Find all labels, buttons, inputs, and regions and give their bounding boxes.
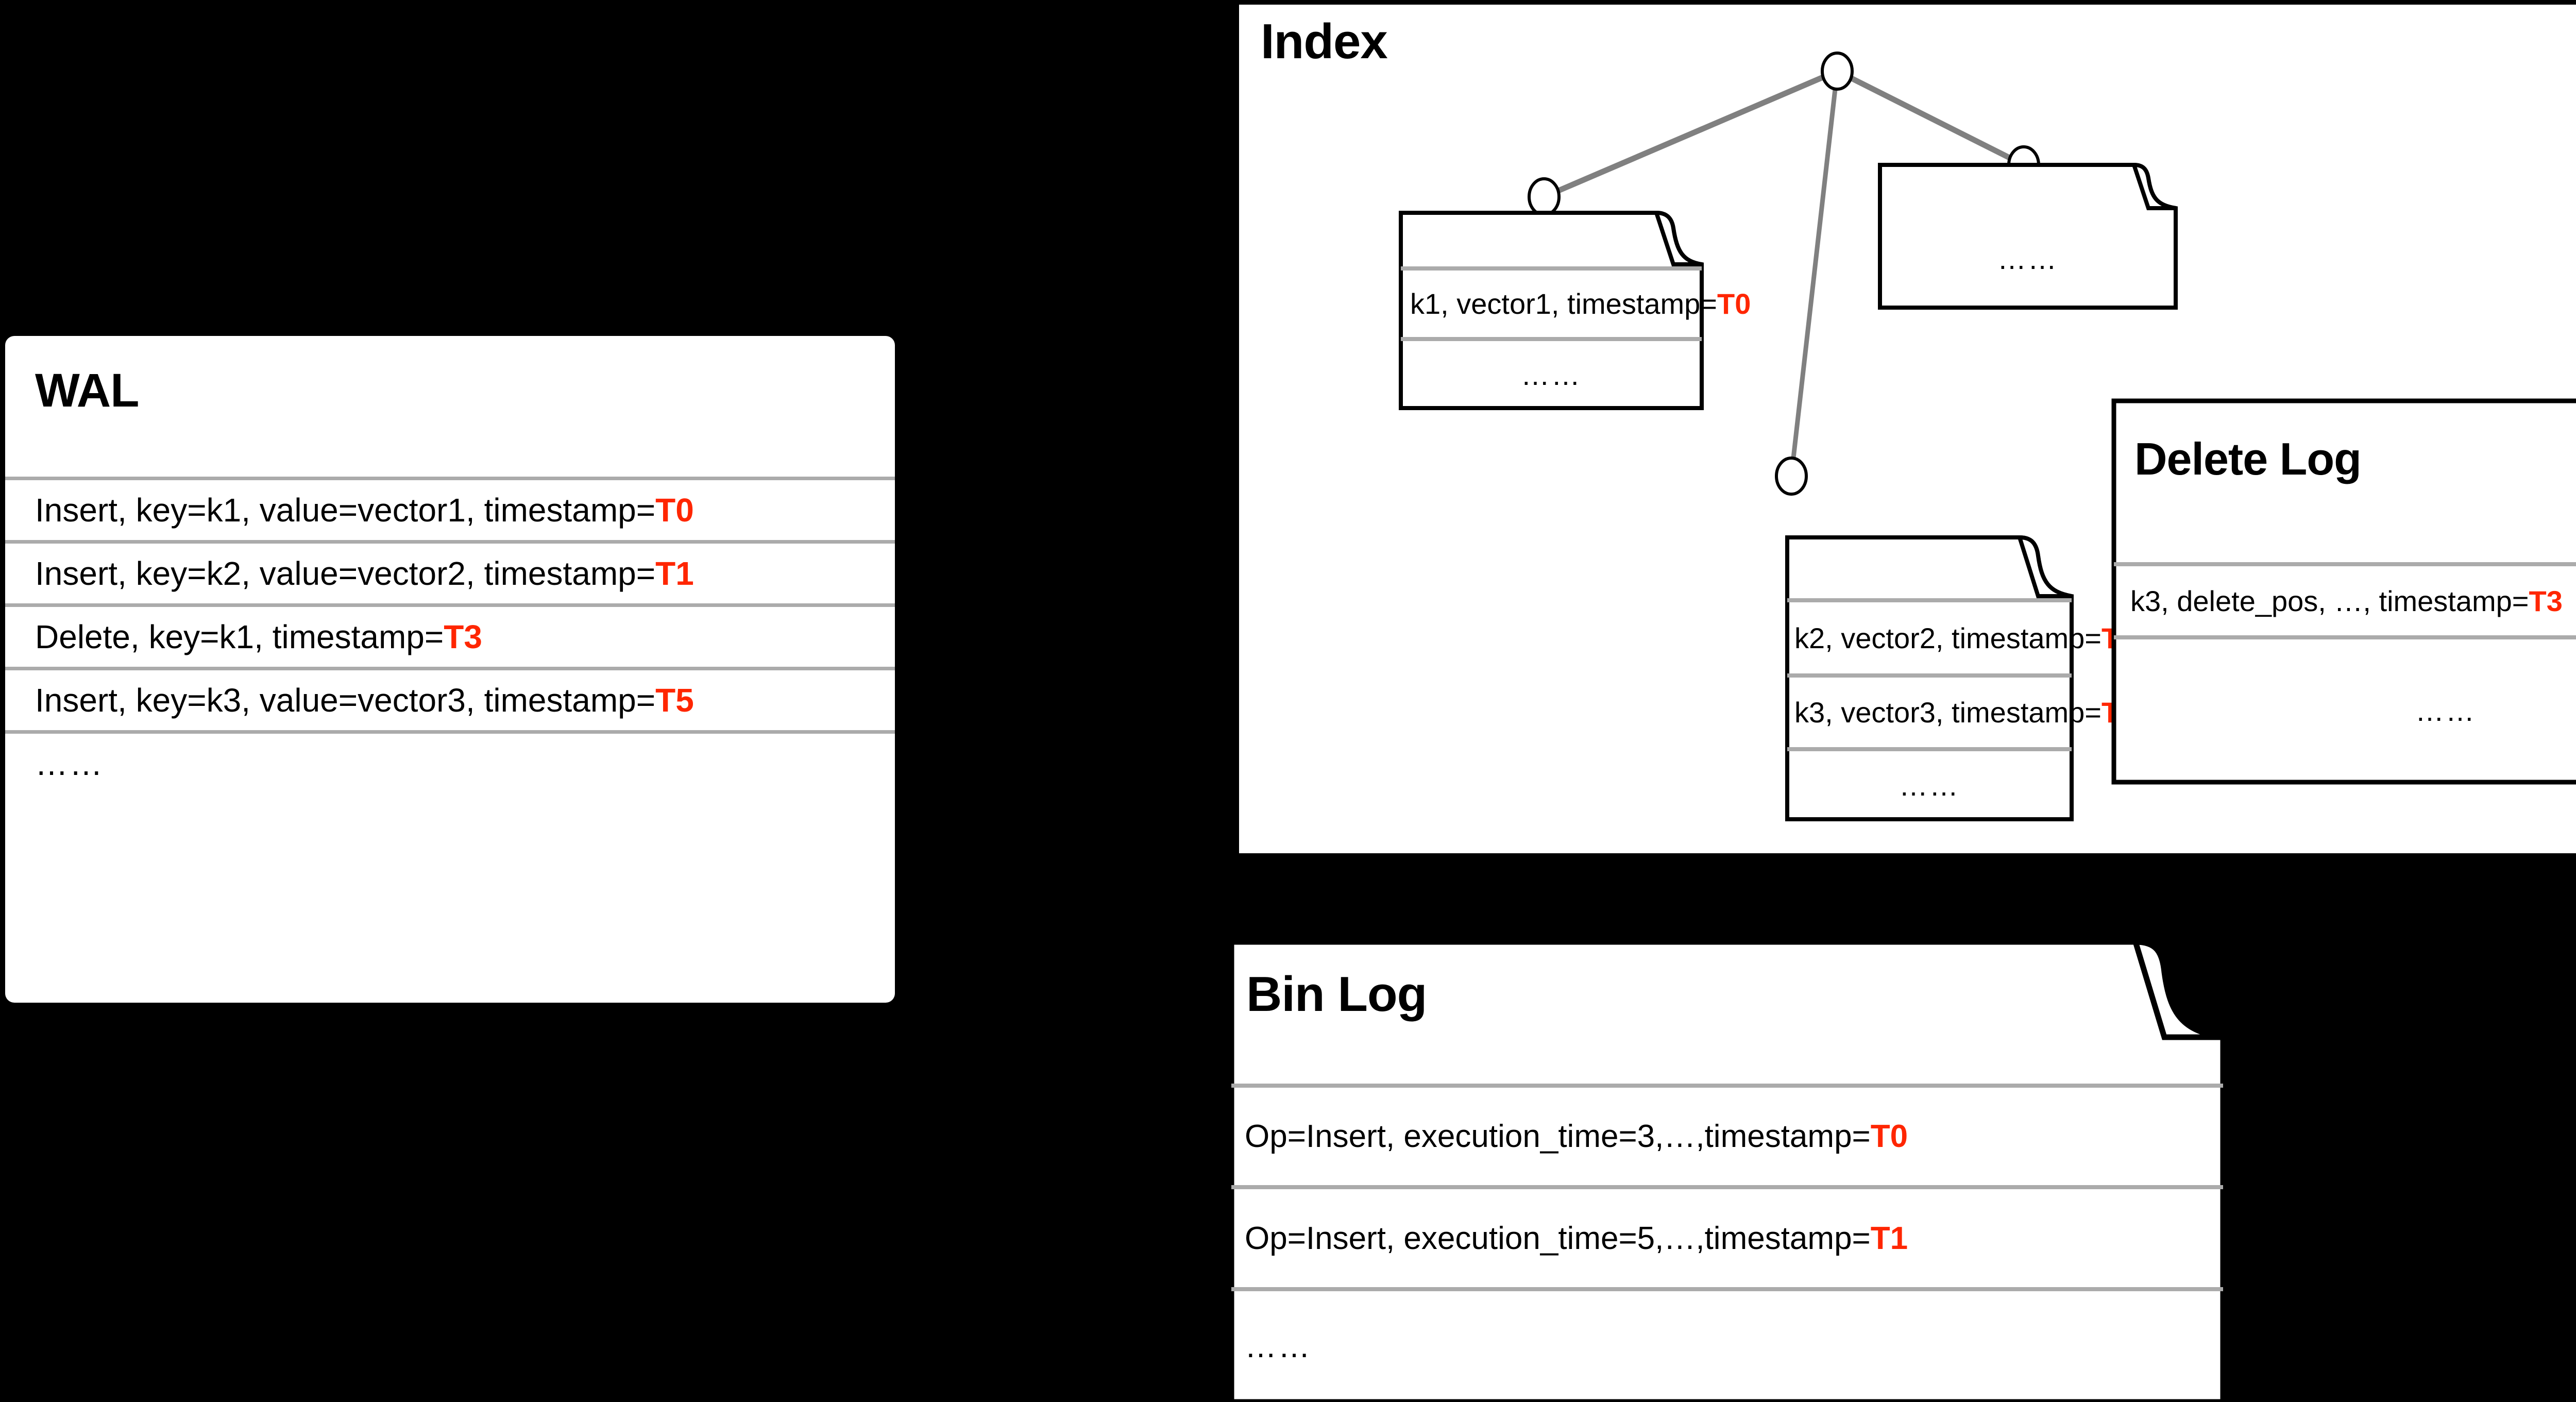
binlog-row: Op=Insert, execution_time=5,…,timestamp=… (1231, 1185, 2223, 1287)
wal-row: Insert, key=k3, value=vector3, timestamp… (5, 667, 895, 730)
card-row: k1, vector1, timestamp=T0 (1401, 266, 1751, 337)
tree-node-root (1821, 52, 1854, 91)
index-card-k1: k1, vector1, timestamp=T0 …… (1399, 210, 1751, 410)
card-row-ellipsis: …… (1401, 337, 1702, 408)
card-row-text: k1, vector1, timestamp=T0 (1410, 288, 1751, 320)
document-shape-icon (2111, 398, 2576, 785)
timestamp-value: T1 (1870, 1220, 1908, 1256)
card-row-ellipsis: …… (1880, 210, 2176, 308)
card-row-text: k2, vector2, timestamp=T1 (1787, 621, 2135, 655)
delete-log-title: Delete Log (2134, 433, 2362, 484)
binlog-row: Op=Insert, execution_time=3,…,timestamp=… (1231, 1084, 2223, 1185)
wal-row-text: …… (35, 745, 104, 782)
card-row: k2, vector2, timestamp=T1 (1787, 598, 2135, 673)
timestamp-value: T3 (2529, 584, 2563, 617)
document-shape-icon (1228, 939, 2226, 1402)
wal-row-text: Delete, key=k1, timestamp=T3 (35, 618, 482, 655)
card-row-text: …… (1997, 243, 2058, 275)
card-row-text: …… (1899, 769, 1960, 802)
card-row: k3, vector3, timestamp=T5 (1787, 673, 2135, 747)
wal-row: Insert, key=k1, value=vector1, timestamp… (5, 477, 895, 540)
wal-row: Insert, key=k2, value=vector2, timestamp… (5, 540, 895, 603)
binlog-row-text: Op=Insert, execution_time=5,…,timestamp=… (1245, 1220, 1908, 1256)
tree-edge-root-to-left (1543, 68, 1839, 200)
card-row-text: k3, delete_pos, …, timestamp=T3 (2130, 584, 2563, 617)
timestamp-value: T3 (444, 618, 482, 655)
index-card-ellipsis: …… (1878, 162, 2178, 310)
binlog-row-text: Op=Insert, execution_time=3,…,timestamp=… (1245, 1119, 1908, 1154)
bin-log-panel: Bin Log Op=Insert, execution_time=3,…,ti… (1228, 939, 2228, 1402)
timestamp-value: T5 (655, 682, 694, 719)
bin-log-title: Bin Log (1246, 967, 1427, 1022)
binlog-row-ellipsis: …… (1231, 1287, 2223, 1402)
wal-row: Delete, key=k1, timestamp=T3 (5, 603, 895, 667)
wal-row-text: Insert, key=k3, value=vector3, timestamp… (35, 682, 694, 719)
tree-node-left (1528, 177, 1561, 216)
timestamp-value: T0 (1717, 288, 1751, 320)
wal-row-ellipsis: …… (5, 730, 895, 793)
wal-row-text: Insert, key=k2, value=vector2, timestamp… (35, 555, 694, 592)
wal-title: WAL (35, 364, 139, 417)
document-shape-icon (1878, 162, 2178, 310)
binlog-row-text: …… (1245, 1329, 1312, 1364)
timestamp-value: T0 (1870, 1119, 1908, 1154)
index-title: Index (1261, 14, 1388, 69)
card-row-text: k3, vector3, timestamp=T5 (1787, 696, 2135, 729)
timestamp-value: T0 (655, 492, 694, 529)
card-row: k3, delete_pos, …, timestamp=T3 (2114, 562, 2576, 635)
card-row-ellipsis: …… (2114, 635, 2576, 782)
index-panel: Index k1, vector1, timestamp=T0 …… (1234, 0, 2576, 858)
tree-edge-root-to-middle (1789, 71, 1840, 477)
card-row-text: …… (2415, 695, 2476, 727)
wal-row-list: Insert, key=k1, value=vector1, timestamp… (5, 477, 895, 793)
document-shape-icon (1399, 210, 1704, 410)
tree-edge-root-to-right (1836, 69, 2025, 167)
timestamp-value: T1 (655, 555, 694, 592)
tree-node-middle (1775, 457, 1808, 496)
wal-row-text: Insert, key=k1, value=vector1, timestamp… (35, 492, 694, 529)
card-row-text: …… (1521, 358, 1582, 391)
wal-panel: WAL Insert, key=k1, value=vector1, times… (5, 336, 895, 1003)
card-row-ellipsis: …… (1787, 747, 2072, 819)
